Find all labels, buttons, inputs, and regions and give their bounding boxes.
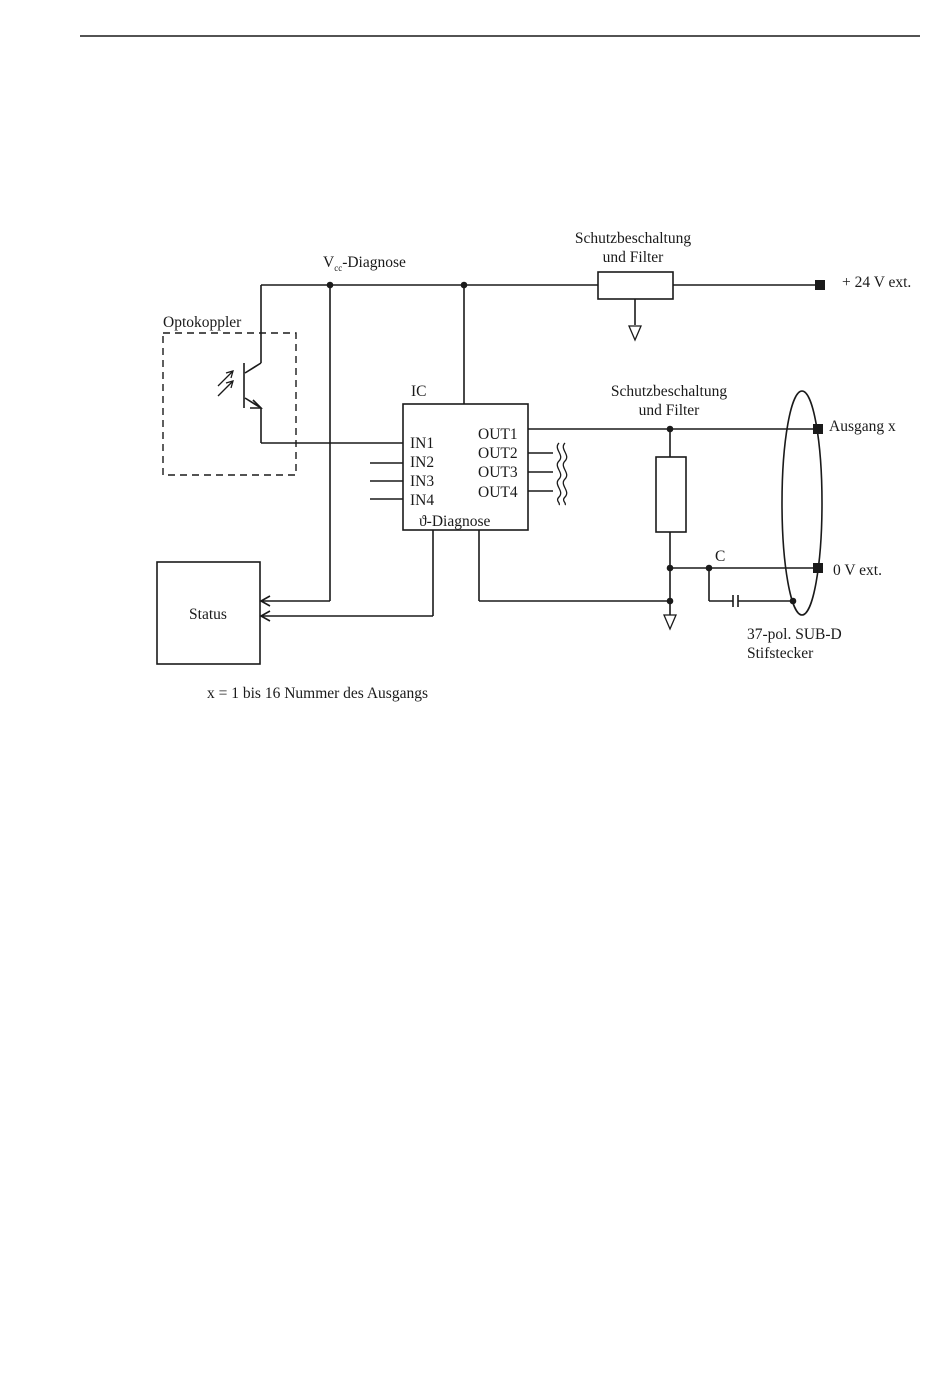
schutz-mid-label-1: Schutzbeschaltung: [611, 383, 727, 400]
out1-line: [528, 426, 818, 433]
out4-label: OUT4: [478, 484, 518, 501]
plus24-label: + 24 V ext.: [842, 274, 911, 291]
light-arrows-icon: [218, 371, 233, 396]
subd-label-1: 37-pol. SUB-D: [747, 626, 842, 643]
out2-label: OUT2: [478, 445, 518, 462]
in4-label: IN4: [410, 492, 434, 509]
phototransistor: [244, 285, 403, 443]
capacitor-c: [709, 568, 796, 607]
schutz-resistor-mid: [656, 429, 686, 615]
vcc-rail: [261, 282, 820, 289]
in3-label: IN3: [410, 473, 434, 490]
theta-diagnose-label: ϑ-Diagnose: [419, 513, 490, 530]
subd-label-2: Stifstecker: [747, 645, 814, 662]
schutz-top-label-1: Schutzbeschaltung: [575, 230, 691, 247]
ground-symbol-mid: [664, 615, 676, 629]
zero-v-line: [670, 565, 818, 572]
footnote-label: x = 1 bis 16 Nummer des Ausgangs: [207, 685, 428, 702]
zero-v-label: 0 V ext.: [833, 562, 882, 579]
plus24-terminal: [815, 280, 825, 290]
status-label: Status: [189, 606, 227, 623]
out3-label: OUT3: [478, 464, 518, 481]
subd-connector-shell: [782, 391, 822, 615]
capacitor-label: C: [715, 548, 725, 565]
schutz-resistor-top: [598, 272, 673, 325]
schutz-top-label-2: und Filter: [603, 249, 665, 266]
ic-label: IC: [411, 383, 427, 400]
vcc-diagnose-label: Vcc-Diagnose: [323, 254, 406, 273]
optokoppler-label: Optokoppler: [163, 314, 242, 331]
ausgang-label: Ausgang x: [829, 418, 896, 435]
in1-label: IN1: [410, 435, 434, 452]
ground-symbol-top: [629, 326, 641, 340]
optokoppler-box: [163, 333, 296, 475]
in2-label: IN2: [410, 454, 434, 471]
out1-label: OUT1: [478, 426, 518, 443]
out-break-lines: [528, 443, 567, 505]
ic-inputs: [370, 463, 403, 499]
schutz-mid-label-2: und Filter: [639, 402, 701, 419]
theta-diagnose-lines: [261, 530, 670, 621]
